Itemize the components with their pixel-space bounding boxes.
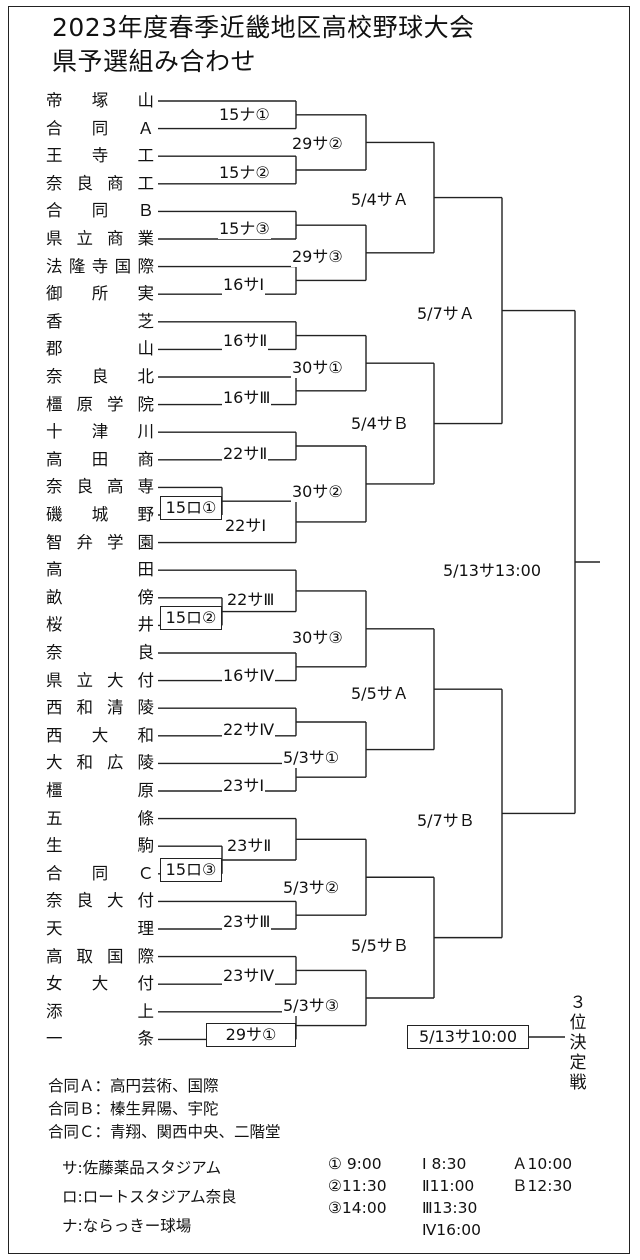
venue-legend-ro: ロ:ロートスタジアム奈良	[62, 1188, 237, 1206]
game-label: 15ナ①	[218, 105, 271, 125]
game-label: 29サ③	[291, 247, 344, 267]
game-label: 22サⅢ	[226, 590, 276, 610]
team-name: 県立大付	[46, 670, 154, 690]
game-label: 5/3サ②	[282, 878, 341, 898]
schedule-time: Ⅳ16:00	[422, 1221, 481, 1239]
game-label: 15ナ②	[218, 163, 271, 183]
game-label: 5/3サ①	[282, 748, 341, 768]
game-label: 16サⅣ	[222, 666, 276, 686]
game-label: 22サⅡ	[222, 444, 269, 464]
game-label: 5/3サ③	[282, 996, 341, 1016]
team-name: 智弁学園	[46, 532, 154, 552]
bracket-frame	[8, 6, 630, 1254]
game-label: 16サⅠ	[222, 275, 266, 295]
note-joint-team-c: 合同Ｃ：青翔、関西中央、二階堂	[48, 1123, 281, 1141]
game-label: 30サ②	[291, 482, 344, 502]
team-name: 奈良	[46, 643, 154, 662]
team-name: 西和清陵	[46, 698, 154, 718]
game-label: 5/4サＢ	[350, 414, 410, 434]
team-name: 五條	[46, 808, 154, 828]
game-label: 22サⅠ	[224, 516, 268, 536]
team-name: 添上	[46, 1001, 154, 1021]
game-label: 5/5サＡ	[350, 684, 410, 704]
game-label: 5/7サＢ	[416, 811, 476, 831]
schedule-time: ③14:00	[328, 1199, 387, 1217]
schedule-time: ① 9:00	[328, 1155, 382, 1173]
team-name: 奈良高専	[46, 477, 154, 497]
team-name: 法隆寺国際	[46, 256, 154, 276]
team-name: 橿原学院	[46, 394, 154, 414]
team-name: 県立商業	[46, 229, 154, 248]
team-name: 西大和	[46, 725, 154, 745]
game-label: 30サ①	[291, 358, 344, 378]
game-label: 29サ②	[291, 134, 344, 154]
game-label: 23サⅢ	[222, 912, 272, 932]
game-label: 15ナ③	[218, 219, 271, 239]
schedule-time: Ⅱ11:00	[422, 1177, 475, 1195]
game-label: 16サⅢ	[222, 388, 272, 408]
team-name: 高取国際	[46, 946, 154, 966]
team-name: 桜井	[46, 615, 154, 635]
team-name: 天理	[46, 919, 154, 938]
game-label: 5/5サＢ	[350, 936, 410, 956]
final-label: 5/13サ13:00	[442, 561, 543, 581]
game-box: 15ロ①	[160, 496, 222, 520]
third-place-label: ３位決定戦	[569, 993, 587, 1093]
game-label: 5/4サＡ	[350, 190, 410, 210]
game-label: 30サ③	[291, 628, 344, 648]
page-subtitle: 県予選組み合わせ	[52, 47, 257, 76]
team-name: 香芝	[46, 311, 154, 331]
team-name: 大和広陵	[46, 753, 154, 773]
note-joint-team-a: 合同Ａ：高円芸術、国際	[48, 1077, 219, 1095]
schedule-time: Ⅲ13:30	[422, 1199, 478, 1217]
game-box: 15ロ②	[160, 606, 222, 630]
team-name: 一条	[46, 1029, 154, 1049]
third-place-game-box: 5/13サ10:00	[407, 1025, 529, 1049]
team-name: 高田商	[46, 449, 154, 469]
team-name: 女大付	[46, 974, 154, 994]
schedule-time: ②11:30	[328, 1177, 387, 1195]
game-box: 29サ①	[206, 1023, 296, 1047]
team-name: 郡山	[46, 339, 154, 359]
team-name: 王寺工	[46, 146, 154, 166]
page-title: 2023年度春季近畿地区高校野球大会	[52, 13, 475, 42]
game-box: 15ロ③	[160, 858, 222, 882]
team-name: 奈良北	[46, 367, 154, 386]
team-name: 奈良大付	[46, 891, 154, 911]
team-name: 御所実	[46, 284, 154, 304]
team-name: 磯城野	[46, 505, 154, 524]
game-label: 23サⅡ	[226, 836, 273, 856]
team-name: 橿原	[46, 781, 154, 800]
venue-legend-na: ナ:ならっきー球場	[62, 1217, 192, 1235]
venue-legend-sa: サ:佐藤薬品スタジアム	[62, 1159, 222, 1177]
team-name: 奈良商工	[46, 173, 154, 193]
game-label: 23サⅠ	[222, 776, 266, 796]
team-name: 畝傍	[46, 587, 154, 607]
schedule-time: Ａ10:00	[512, 1155, 573, 1173]
game-label: 5/7サＡ	[416, 304, 476, 324]
team-name: 十津川	[46, 422, 154, 442]
game-label: 23サⅣ	[222, 966, 276, 986]
game-label: 22サⅣ	[222, 720, 276, 740]
schedule-time: Ｂ12:30	[512, 1177, 573, 1195]
team-name: 帝塚山	[46, 91, 154, 110]
team-name: 生駒	[46, 836, 154, 856]
team-name: 高田	[46, 560, 154, 580]
schedule-time: Ⅰ 8:30	[422, 1155, 467, 1173]
game-label: 16サⅡ	[222, 331, 269, 351]
note-joint-team-b: 合同Ｂ：榛生昇陽、宇陀	[48, 1100, 219, 1118]
